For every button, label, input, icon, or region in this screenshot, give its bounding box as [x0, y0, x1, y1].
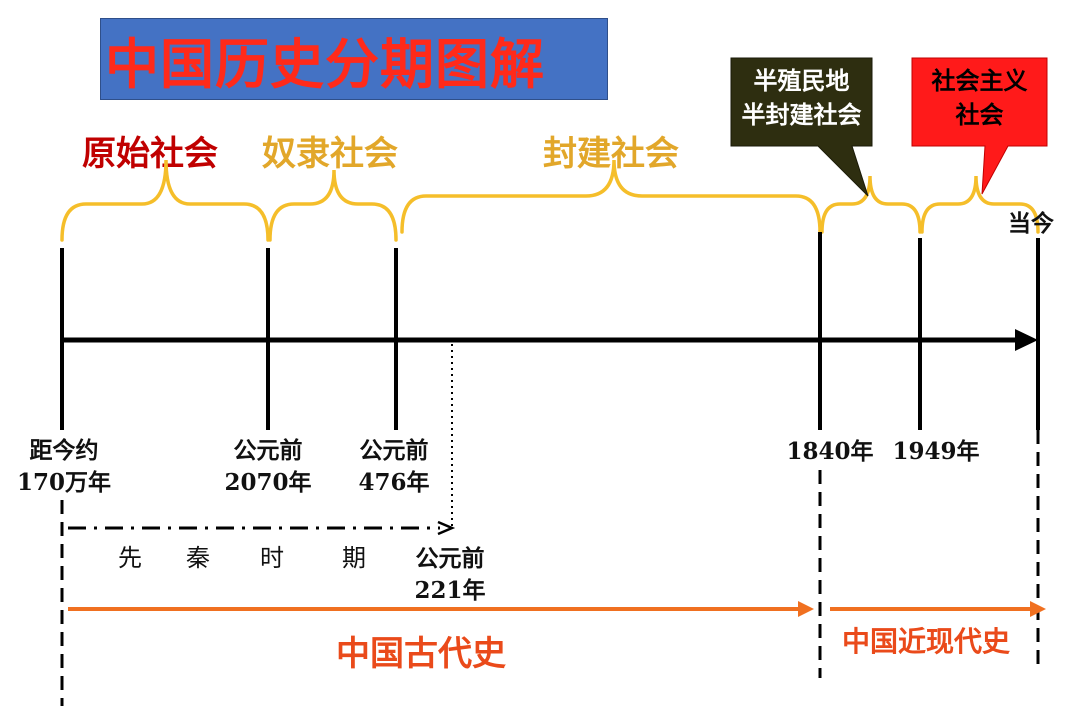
callout-socialist: 社会主义 社会 — [912, 64, 1047, 132]
date-label-2070bc-line2: 2070年 — [224, 469, 312, 496]
brace-semi-colonial — [820, 175, 922, 234]
era-label-feudal: 封建社会 — [543, 134, 679, 174]
xianqin-char-4: 期 — [342, 544, 366, 572]
date-label-476bc-line1: 公元前 — [359, 438, 429, 464]
callout-semi-colonial-line1: 半殖民地 — [753, 67, 850, 95]
date-label-221bc-line1: 公元前 — [415, 546, 485, 572]
callout-socialist-line1: 社会主义 — [931, 67, 1028, 95]
brace-slave — [268, 169, 398, 242]
xianqin-char-1: 先 — [118, 544, 142, 572]
callout-socialist-box — [911, 57, 1048, 195]
date-label-476bc: 公元前 476年 — [346, 436, 442, 498]
era-label-slave: 奴隶社会 — [262, 134, 398, 174]
date-label-1949: 1949年 — [892, 438, 980, 465]
date-label-221bc-line2: 221年 — [414, 577, 486, 604]
page-title: 中国历史分期图解 — [105, 32, 545, 96]
date-label-2070bc: 公元前 2070年 — [218, 436, 318, 498]
xianqin-char-3: 时 — [260, 544, 284, 572]
ancient-arrowhead — [798, 601, 814, 617]
brace-primitive — [60, 159, 270, 242]
now-label: 当今 — [1008, 211, 1054, 237]
date-label-1840: 1840年 — [786, 438, 874, 465]
title-box: 中国历史分期图解 — [100, 18, 608, 100]
date-label-1.7m-line1: 距今约 — [29, 438, 99, 464]
date-label-2070bc-line1: 公元前 — [233, 438, 303, 464]
main-axis-arrowhead — [1015, 329, 1038, 351]
callout-semi-colonial: 半殖民地 半封建社会 — [731, 64, 872, 132]
section-ancient: 中国古代史 — [336, 634, 506, 674]
date-label-221bc: 公元前 221年 — [400, 544, 500, 606]
xianqin-arrowhead — [437, 520, 456, 536]
brace-socialist — [920, 175, 1040, 234]
date-label-1.7m: 距今约 170万年 — [14, 436, 114, 498]
callout-socialist-line2: 社会 — [955, 101, 1004, 129]
xianqin-char-2: 秦 — [186, 544, 210, 572]
era-label-primitive: 原始社会 — [82, 134, 218, 174]
modern-arrowhead — [1030, 601, 1046, 617]
date-label-1.7m-line2: 170万年 — [16, 469, 111, 496]
brace-feudal — [400, 159, 822, 234]
callout-semi-colonial-line2: 半封建社会 — [741, 101, 862, 129]
callout-semi-colonial-box — [730, 57, 873, 197]
date-label-476bc-line2: 476年 — [358, 469, 430, 496]
section-modern: 中国近现代史 — [842, 625, 1011, 658]
